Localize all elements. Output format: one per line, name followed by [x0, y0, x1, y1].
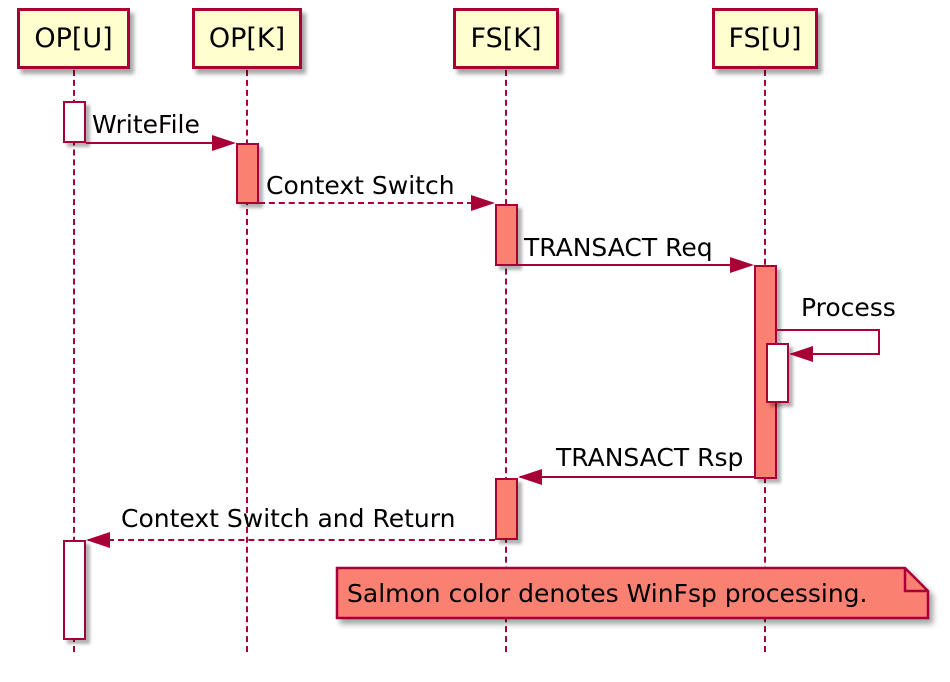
arrowhead-context-switch-return: [86, 532, 110, 548]
participant-label-fs-k: FS[K]: [470, 23, 542, 54]
activation-op-u-return: [63, 540, 86, 640]
message-line-process-return: [791, 353, 880, 355]
message-line-transact-rsp: [520, 476, 754, 478]
participant-box-fs-u: FS[U]: [712, 8, 818, 69]
message-label-writefile: WriteFile: [92, 110, 200, 139]
message-label-transact-req: TRANSACT Req: [524, 233, 713, 262]
participant-label-op-u: OP[U]: [34, 23, 113, 54]
note-shape: [335, 566, 930, 620]
activation-op-k-winfsp: [236, 143, 259, 204]
arrowhead-transact-rsp: [518, 469, 542, 485]
lifeline-op-k: [246, 70, 248, 652]
activation-fs-u-process: [766, 343, 789, 403]
activation-fs-k-winfsp-1: [495, 204, 518, 266]
arrowhead-process: [789, 346, 813, 362]
participant-box-fs-k: FS[K]: [453, 8, 559, 69]
message-line-process-top: [777, 329, 880, 331]
message-label-process: Process: [801, 293, 896, 322]
message-label-context-switch: Context Switch: [266, 171, 455, 200]
note-text: Salmon color denotes WinFsp processing.: [347, 578, 868, 608]
participant-label-op-k: OP[K]: [208, 23, 286, 54]
lifeline-fs-k: [505, 70, 507, 652]
message-line-process-side: [878, 329, 880, 355]
arrowhead-writefile: [212, 135, 236, 151]
participant-box-op-u: OP[U]: [17, 8, 130, 69]
participant-box-op-k: OP[K]: [192, 8, 302, 69]
lifeline-op-u: [73, 70, 75, 652]
message-line-transact-req: [518, 264, 732, 266]
participant-label-fs-u: FS[U]: [728, 23, 802, 54]
message-line-context-switch-return: [88, 539, 495, 541]
message-line-writefile: [86, 142, 214, 144]
arrowhead-transact-req: [730, 257, 754, 273]
message-label-transact-rsp: TRANSACT Rsp: [556, 443, 744, 472]
arrowhead-context-switch: [471, 195, 495, 211]
message-label-context-switch-return: Context Switch and Return: [121, 504, 456, 533]
message-line-context-switch: [259, 202, 473, 204]
activation-fs-k-winfsp-2: [495, 478, 518, 540]
activation-op-u-request: [63, 101, 86, 143]
